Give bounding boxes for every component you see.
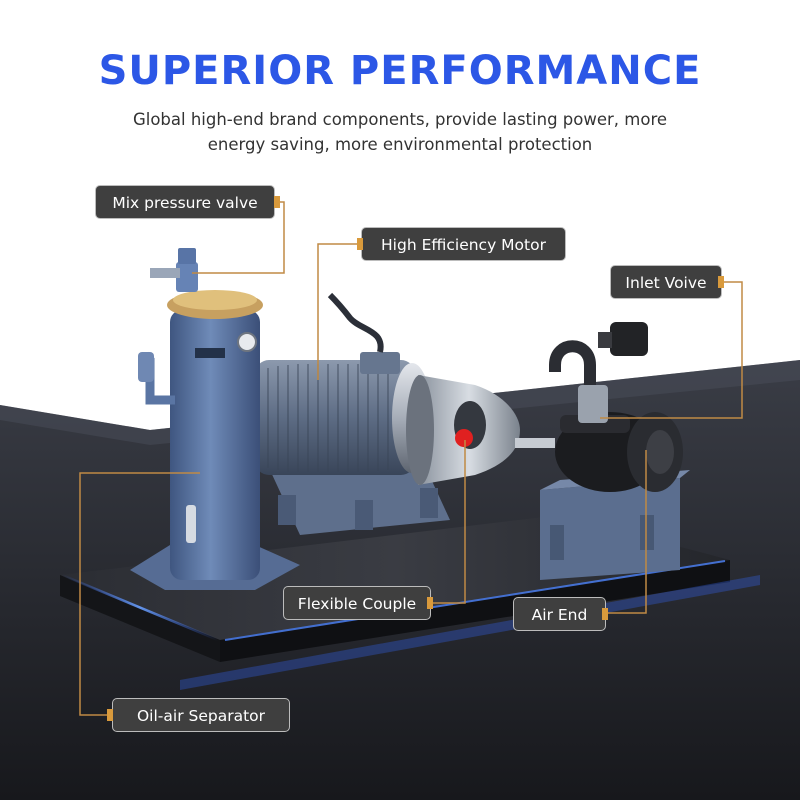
base-glow-front (61, 573, 219, 642)
callout-tick (602, 608, 608, 620)
motor-body (255, 360, 415, 475)
inlet-valve-body (578, 385, 608, 423)
leader-inlet-valve (600, 281, 743, 419)
callout-tick (274, 196, 280, 208)
mix-valve-body (176, 262, 198, 292)
callout-high-efficiency-motor: High Efficiency Motor (361, 227, 566, 261)
tank-label (195, 348, 225, 358)
callout-tick (427, 597, 433, 609)
inlet-filter (610, 322, 648, 356)
air-end-stand (540, 478, 680, 580)
base-plate-side (220, 560, 730, 662)
page-title: SUPERIOR PERFORMANCE (98, 48, 702, 94)
leader-flexible-couple (432, 440, 466, 604)
callout-oil-air-separator: Oil-air Separator (112, 698, 290, 732)
leader-mix-pressure-valve (192, 201, 285, 274)
callout-tick (718, 276, 724, 288)
motor-fins (267, 364, 389, 472)
callout-tick (107, 709, 113, 721)
subtitle-line-2: energy saving, more environmental protec… (207, 135, 593, 154)
shaft (515, 438, 555, 448)
leader-air-end (606, 450, 647, 614)
callout-inlet-valve: Inlet Voive (610, 265, 722, 299)
base-plate-front (60, 575, 220, 662)
callout-tick (357, 238, 363, 250)
motor-terminal-box (360, 352, 400, 374)
leader-high-efficiency-motor (317, 243, 360, 380)
callout-air-end: Air End (513, 597, 606, 631)
tank-sight-glass (186, 505, 196, 543)
inlet-pipe (549, 340, 596, 385)
coupling-red (455, 429, 473, 447)
base-glow-side (224, 560, 726, 641)
floor-glow (180, 575, 760, 690)
callout-mix-pressure-valve: Mix pressure valve (95, 185, 275, 219)
callout-flexible-couple: Flexible Couple (283, 586, 431, 620)
motor-cable (327, 292, 384, 353)
pressure-gauge (237, 332, 257, 352)
subtitle-line-1: Global high-end brand components, provid… (132, 110, 668, 129)
leader-oil-air-separator (79, 472, 200, 716)
